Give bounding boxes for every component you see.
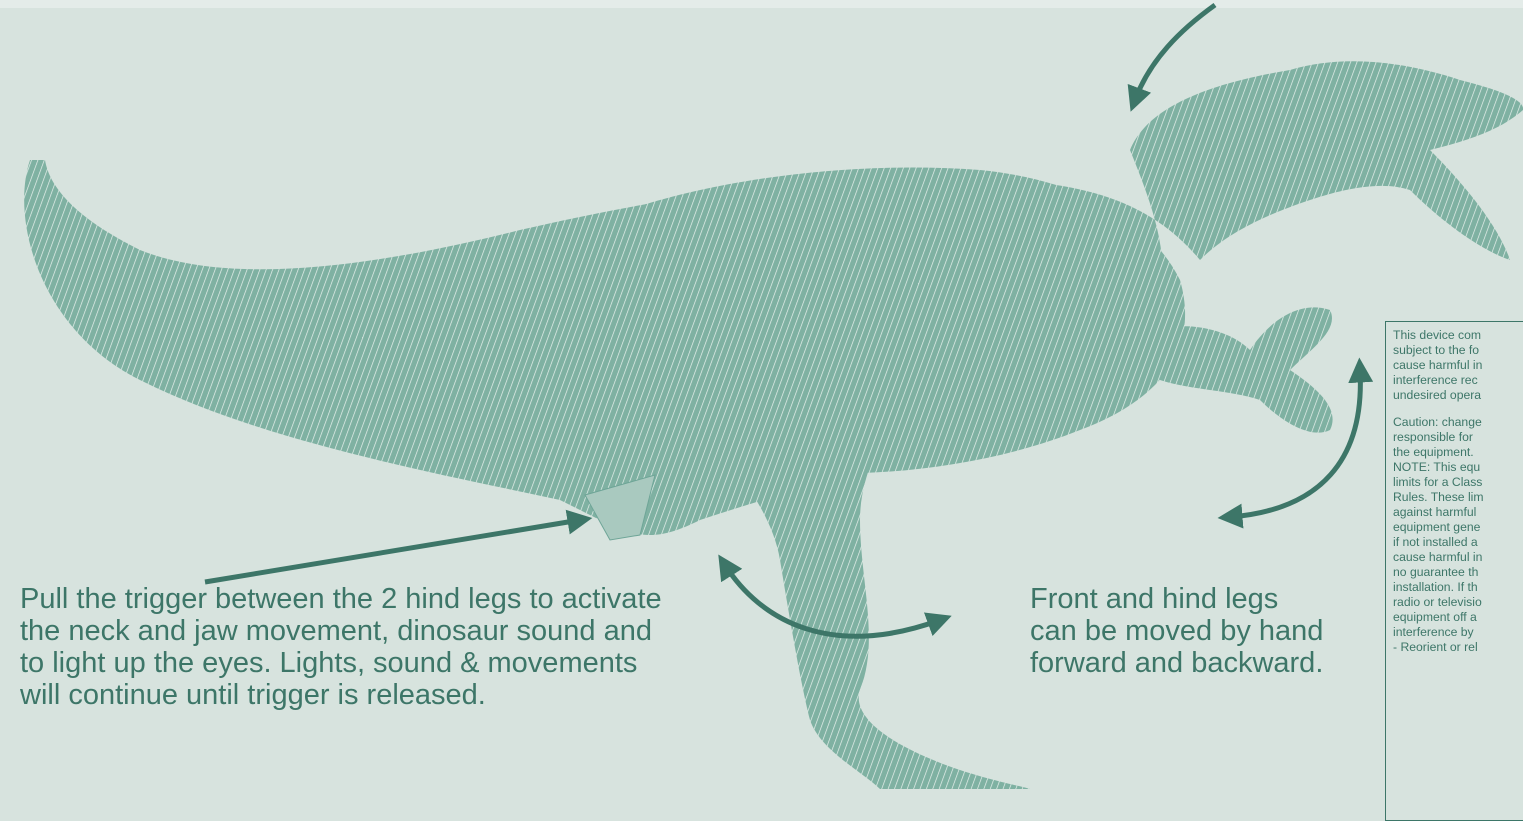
fcc-line: Caution: change: [1393, 415, 1523, 430]
fcc-line: This device com: [1393, 328, 1523, 343]
fcc-line: radio or televisio: [1393, 595, 1523, 610]
fcc-line: interference rec: [1393, 373, 1523, 388]
fcc-line: installation. If th: [1393, 580, 1523, 595]
fcc-line: cause harmful in: [1393, 358, 1523, 373]
fcc-line: interference by: [1393, 625, 1523, 640]
neck-arrow-icon: [1135, 5, 1215, 100]
legs-line: can be moved by hand: [1030, 615, 1370, 647]
dinosaur-front-arm: [1150, 307, 1333, 432]
fcc-line: Rules. These lim: [1393, 490, 1523, 505]
trigger-arrow-icon: [205, 520, 580, 582]
trigger-instructions: Pull the trigger between the 2 hind legs…: [20, 583, 760, 711]
fcc-paragraph-1: This device com subject to the fo cause …: [1393, 328, 1523, 403]
fcc-line: limits for a Class: [1393, 475, 1523, 490]
fcc-line: against harmful: [1393, 505, 1523, 520]
legs-instructions: Front and hind legs can be moved by hand…: [1030, 583, 1370, 679]
fcc-line: equipment gene: [1393, 520, 1523, 535]
trigger-line: Pull the trigger between the 2 hind legs…: [20, 583, 760, 615]
fcc-line: the equipment.: [1393, 445, 1523, 460]
fcc-line: - Reorient or rel: [1393, 640, 1523, 655]
fcc-notice-box: This device com subject to the fo cause …: [1385, 321, 1523, 821]
fcc-paragraph-2: Caution: change responsible for the equi…: [1393, 415, 1523, 655]
legs-line: forward and backward.: [1030, 647, 1370, 679]
fcc-line: cause harmful in: [1393, 550, 1523, 565]
trigger-line: the neck and jaw movement, dinosaur soun…: [20, 615, 760, 647]
fcc-line: responsible for: [1393, 430, 1523, 445]
trigger-line: to light up the eyes. Lights, sound & mo…: [20, 647, 760, 679]
fcc-line: if not installed a: [1393, 535, 1523, 550]
fcc-line: NOTE: This equ: [1393, 460, 1523, 475]
fcc-line: subject to the fo: [1393, 343, 1523, 358]
fcc-line: equipment off a: [1393, 610, 1523, 625]
fcc-line: no guarantee th: [1393, 565, 1523, 580]
fcc-line: undesired opera: [1393, 388, 1523, 403]
legs-line: Front and hind legs: [1030, 583, 1370, 615]
trigger-line: will continue until trigger is released.: [20, 679, 760, 711]
